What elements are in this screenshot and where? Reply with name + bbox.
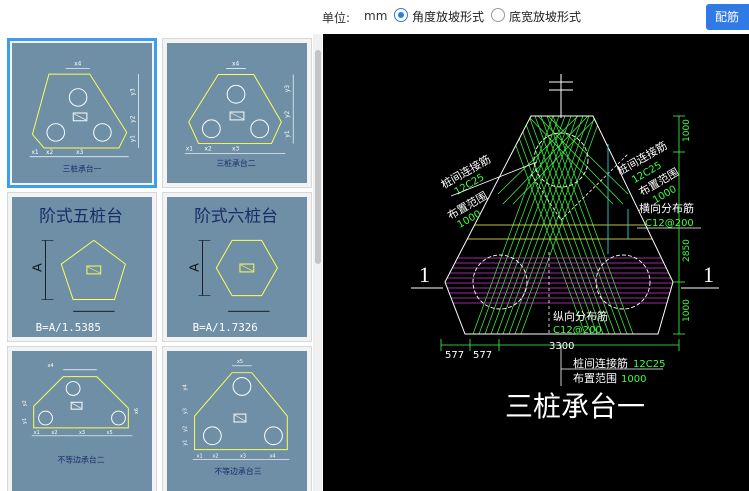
- dim-x1: x1: [197, 453, 203, 459]
- thumb-title: 不等边承台三: [214, 466, 261, 476]
- dim-v-top: 1000: [682, 119, 692, 142]
- dim-width: 3300: [549, 341, 574, 352]
- dim-v-mid: 2850: [682, 239, 692, 262]
- thumb-title: 三桩承台二: [216, 158, 255, 168]
- dim-x4: x4: [232, 62, 239, 68]
- thumb-three-pile-cap-1[interactable]: x4 y3 y2 y1 x1 x2 x3 三桩承台一: [7, 38, 157, 188]
- three-pile-cap-2-diagram: x4 y3 y2 y1 x1 x2 x3 三桩承台二: [184, 62, 294, 168]
- transverse-rebar-spec: C12@200: [645, 218, 694, 229]
- dim-b: B=A/1.5385: [36, 321, 101, 334]
- dim-x1: x1: [186, 146, 193, 152]
- radio-angle-slope[interactable]: [394, 8, 408, 22]
- dim-mid: 577: [473, 350, 492, 361]
- thumb-stepped-five-pile[interactable]: 阶式五桩台 A B=A/1.5385: [7, 192, 157, 342]
- three-pile-cap-detail-drawing: 1 1 桩间连接筋 12C25 布置范围 1000 桩间连接筋 12C25 布置…: [411, 74, 719, 423]
- dim-x4: x4: [270, 453, 276, 459]
- thumb-canvas: x5 y4 y3 y2 y1 x1 x2 x3 x4 不等边承台三: [167, 351, 307, 491]
- thumb-title: 阶式五桩台: [39, 207, 123, 226]
- dim-x1: x1: [31, 150, 38, 156]
- radio-angle-slope-label[interactable]: 角度放坡形式: [412, 10, 485, 24]
- dim-y2: y2: [183, 426, 189, 432]
- rebar-hatching: [445, 116, 673, 334]
- thumb-canvas: 阶式五桩台 A B=A/1.5385: [12, 197, 152, 337]
- dim-y1: y1: [131, 135, 137, 142]
- thumb-unequal-cap-2[interactable]: x4 y2 y1 x1 x2 x3 x5 x6 不等边承台二: [7, 346, 157, 491]
- pile-right: [595, 254, 651, 310]
- bottom-rebar-label: 桩间连接筋: [573, 356, 628, 370]
- bottom-rebar-spec: 12C25: [633, 359, 665, 370]
- thumb-three-pile-cap-2[interactable]: x4 y3 y2 y1 x1 x2 x3 三桩承台二: [162, 38, 312, 188]
- cap-outline: [444, 115, 674, 335]
- radio-bottom-width-slope[interactable]: [491, 8, 505, 22]
- dim-y2: y2: [285, 110, 291, 117]
- thumb-canvas: x4 y2 y1 x1 x2 x3 x5 x6 不等边承台二: [12, 351, 152, 491]
- thumb-unequal-cap-3[interactable]: x5 y4 y3 y2 y1 x1 x2 x3 x4 不等边承台三: [162, 346, 312, 491]
- dim-x2: x2: [212, 453, 218, 459]
- rebar-config-button[interactable]: 配筋: [706, 4, 749, 30]
- pile-left: [472, 254, 528, 310]
- dim-x5: x5: [107, 430, 113, 436]
- dim-v-bot: 1000: [682, 299, 692, 322]
- dim-x2: x2: [46, 150, 53, 156]
- transverse-rebar-label: 横向分布筋: [639, 201, 694, 215]
- dim-x4: x4: [47, 363, 53, 369]
- dim-a: A: [188, 263, 203, 272]
- dim-x5: x5: [237, 359, 243, 365]
- bottom-range-value: 1000: [621, 374, 646, 385]
- dim-y3: y3: [183, 408, 189, 414]
- dim-a: A: [31, 263, 46, 272]
- pile-top: [533, 132, 589, 188]
- dim-y2: y2: [22, 400, 28, 406]
- dim-y1: y1: [22, 418, 28, 424]
- thumb-title: 阶式六桩台: [194, 207, 278, 226]
- thumb-title: 不等边承台二: [57, 454, 104, 464]
- thumb-canvas: x4 y3 y2 y1 x1 x2 x3 三桩承台一: [12, 43, 152, 183]
- dim-x2: x2: [204, 146, 211, 152]
- thumb-stepped-six-pile[interactable]: 阶式六桩台 A B=A/1.7326: [162, 192, 312, 342]
- unit-value: mm: [364, 9, 388, 23]
- dim-x3: x3: [232, 146, 239, 152]
- dim-x3: x3: [240, 453, 246, 459]
- unequal-cap-3-diagram: x5 y4 y3 y2 y1 x1 x2 x3 x4 不等边承台三: [183, 359, 290, 476]
- dim-x3: x3: [76, 150, 83, 156]
- dim-y1: y1: [285, 130, 291, 137]
- section-mark-right: 1: [703, 262, 714, 287]
- dim-x2: x2: [51, 430, 57, 436]
- toolbar: 单位: mm 角度放坡形式 底宽放坡形式 配筋: [0, 0, 749, 34]
- dim-y3: y3: [285, 85, 291, 92]
- dim-y2: y2: [131, 115, 137, 122]
- stepped-five-pile-diagram: 阶式五桩台 A B=A/1.5385: [31, 207, 126, 334]
- unequal-cap-2-diagram: x4 y2 y1 x1 x2 x3 x5 x6 不等边承台二: [22, 363, 140, 465]
- dim-y4: y4: [183, 384, 189, 390]
- cap-detail-preview: 1 1 桩间连接筋 12C25 布置范围 1000 桩间连接筋 12C25 布置…: [323, 34, 749, 491]
- radio-bottom-width-slope-label[interactable]: 底宽放坡形式: [509, 10, 582, 24]
- dim-x6: x6: [134, 408, 140, 414]
- longitudinal-rebar-label: 纵向分布筋: [553, 309, 608, 323]
- dim-x3: x3: [79, 430, 85, 436]
- section-mark-left: 1: [419, 262, 430, 287]
- unit-label: 单位:: [322, 11, 351, 25]
- thumb-canvas: x4 y3 y2 y1 x1 x2 x3 三桩承台二: [167, 43, 307, 183]
- dim-left: 577: [445, 350, 464, 361]
- dim-x1: x1: [34, 430, 40, 436]
- preview-title: 三桩承台一: [505, 391, 645, 423]
- longitudinal-rebar-spec: C12@200: [553, 325, 602, 336]
- gallery-scroll-thumb[interactable]: [315, 50, 321, 264]
- three-pile-cap-1-diagram: x4 y3 y2 y1 x1 x2 x3 三桩承台一: [29, 61, 139, 173]
- cap-type-gallery: x4 y3 y2 y1 x1 x2 x3 三桩承台一: [0, 34, 322, 491]
- thumb-title: 三桩承台一: [63, 163, 102, 173]
- thumb-canvas: 阶式六桩台 A B=A/1.7326: [167, 197, 307, 337]
- dim-x4: x4: [74, 61, 81, 67]
- dim-y3: y3: [131, 88, 137, 95]
- dim-b: B=A/1.7326: [193, 321, 258, 334]
- stepped-six-pile-diagram: 阶式六桩台 A B=A/1.7326: [188, 207, 278, 334]
- bottom-range-label: 布置范围: [573, 371, 617, 385]
- dim-y1: y1: [183, 440, 189, 446]
